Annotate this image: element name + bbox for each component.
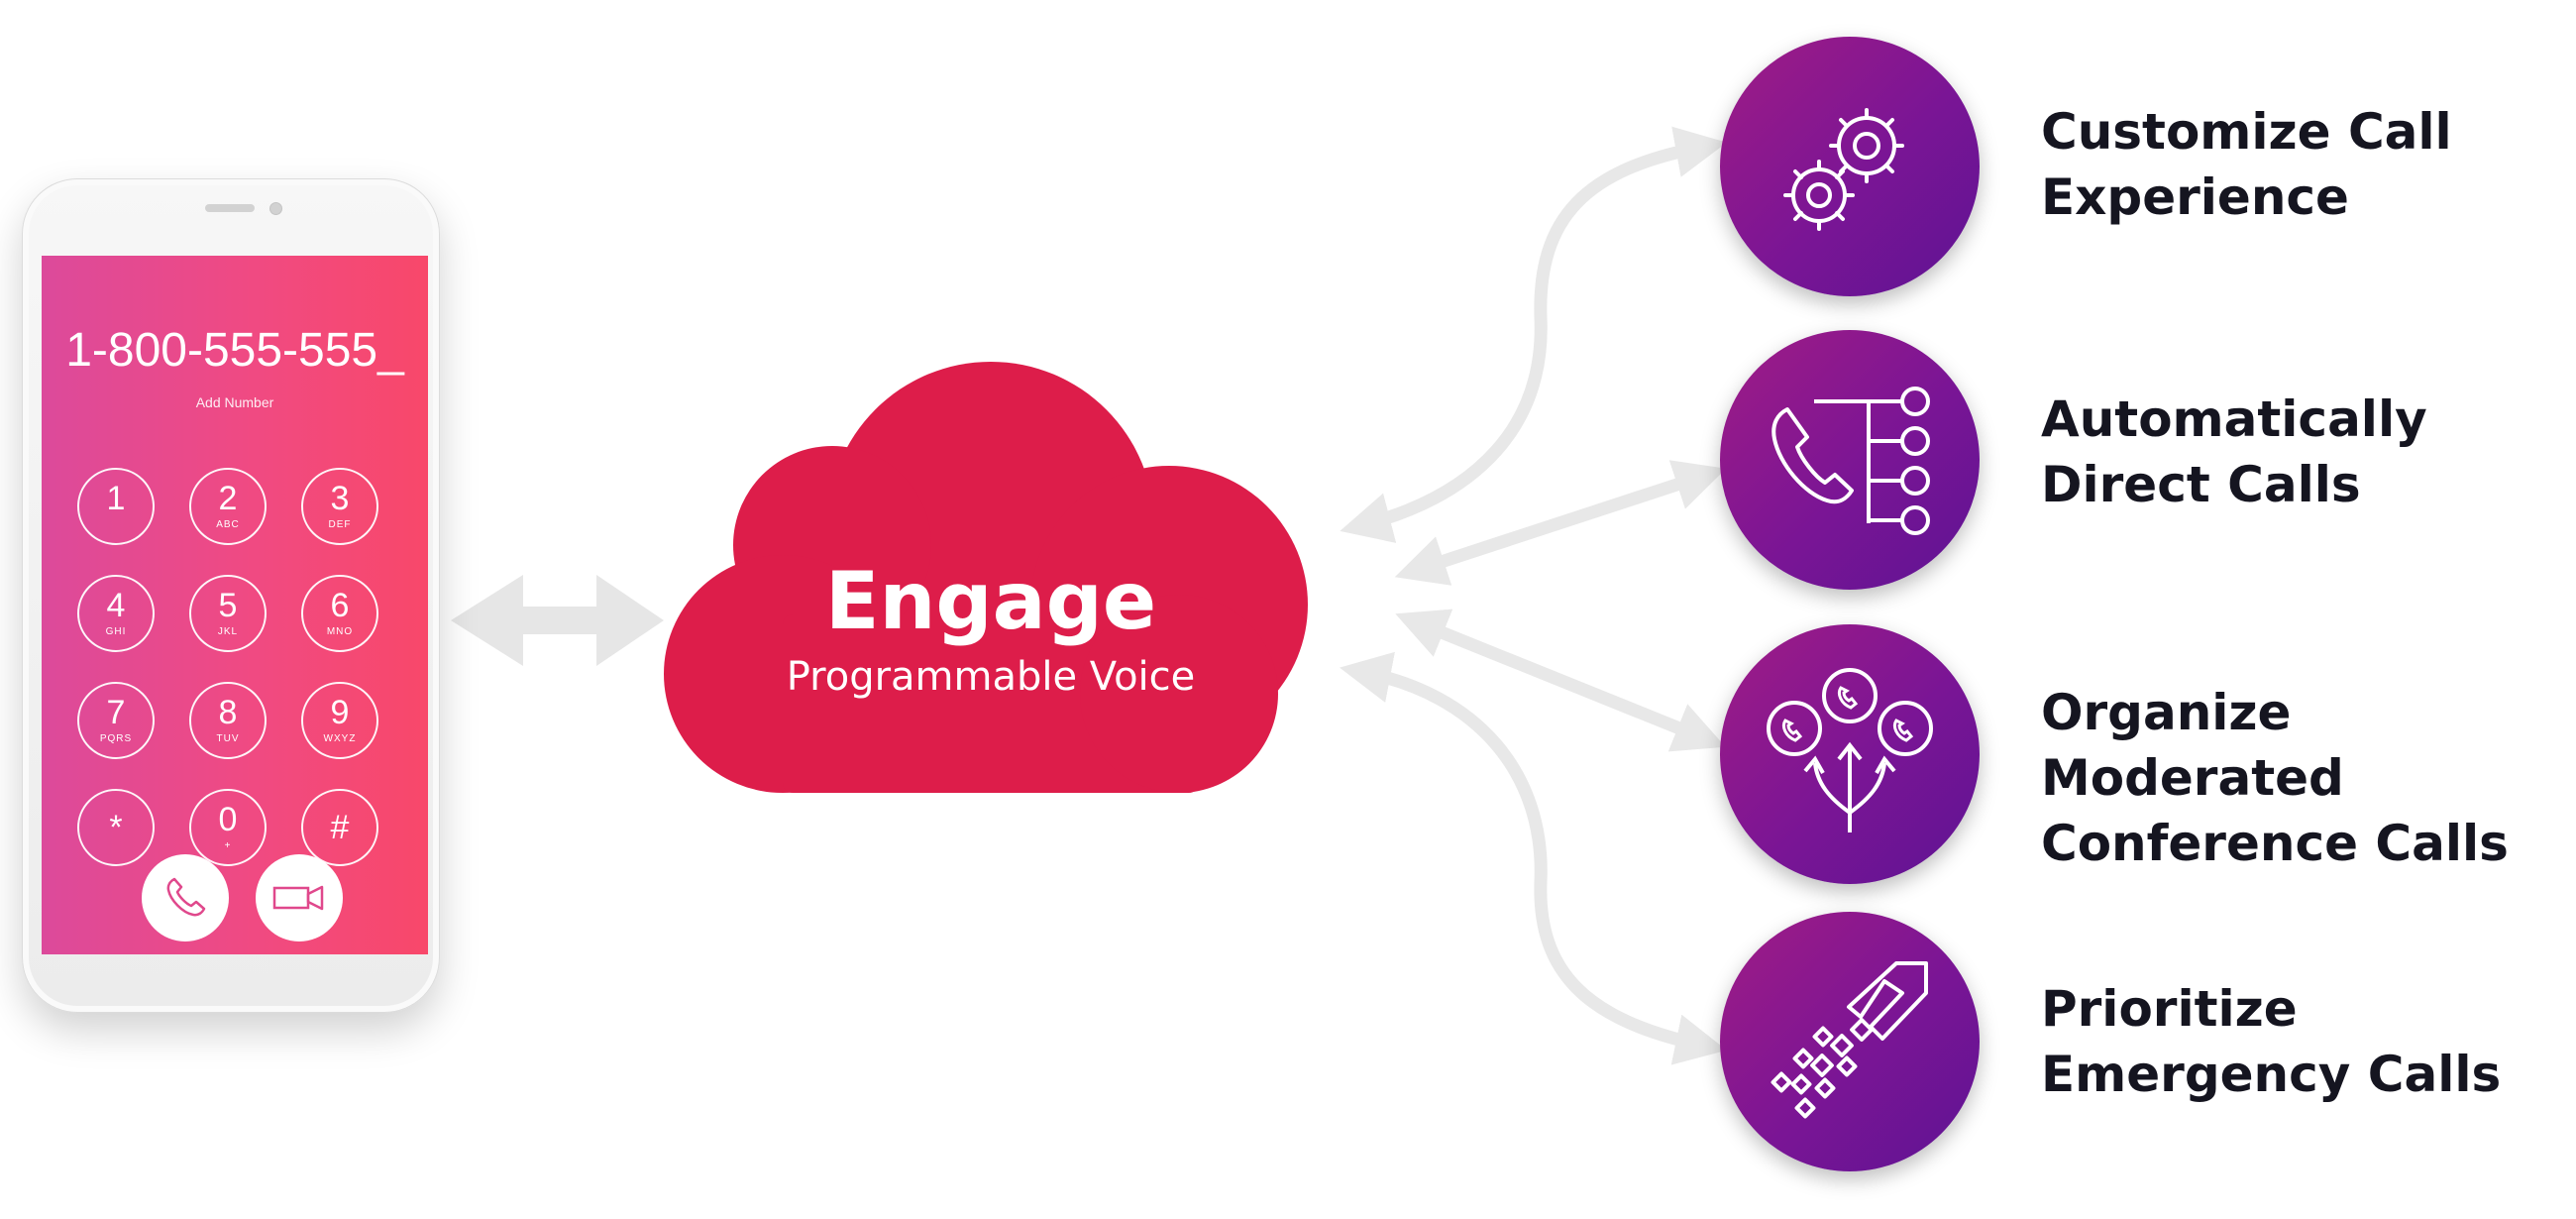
key-star[interactable]: * [77, 789, 155, 866]
priority-arrow-icon [1771, 961, 1928, 1119]
dialed-number: 1-800-555-555_ [65, 324, 404, 377]
call-routing-icon [1771, 387, 1930, 535]
cloud-title: Engage [824, 555, 1157, 647]
cloud-shape [664, 362, 1308, 793]
arrow-to-emergency [1340, 651, 1727, 1065]
key-hash[interactable]: # [301, 789, 378, 866]
video-camera-icon [272, 885, 324, 911]
feature-circle-emergency [1720, 912, 1980, 1171]
phone-handset-icon [166, 877, 206, 917]
feature-circle-customize [1720, 37, 1980, 296]
gears-icon [1783, 108, 1904, 231]
arrow-to-customize [1340, 126, 1728, 543]
phone-camera [269, 202, 282, 215]
conference-calls-icon [1767, 668, 1933, 832]
key-1[interactable]: 1 [77, 468, 155, 545]
cloud-subtitle: Programmable Voice [786, 654, 1196, 700]
key-0[interactable]: 0+ [189, 789, 267, 866]
call-button[interactable] [142, 854, 229, 942]
feature-circle-direct-calls [1720, 330, 1980, 590]
arrow-to-direct-calls [1394, 460, 1727, 586]
add-number-link[interactable]: Add Number [195, 394, 274, 410]
phone-cloud-arrow [451, 575, 664, 666]
arrow-to-conference [1395, 609, 1726, 752]
phone-speaker [205, 204, 255, 212]
feature-circle-conference [1720, 624, 1980, 884]
video-call-button[interactable] [256, 854, 343, 942]
